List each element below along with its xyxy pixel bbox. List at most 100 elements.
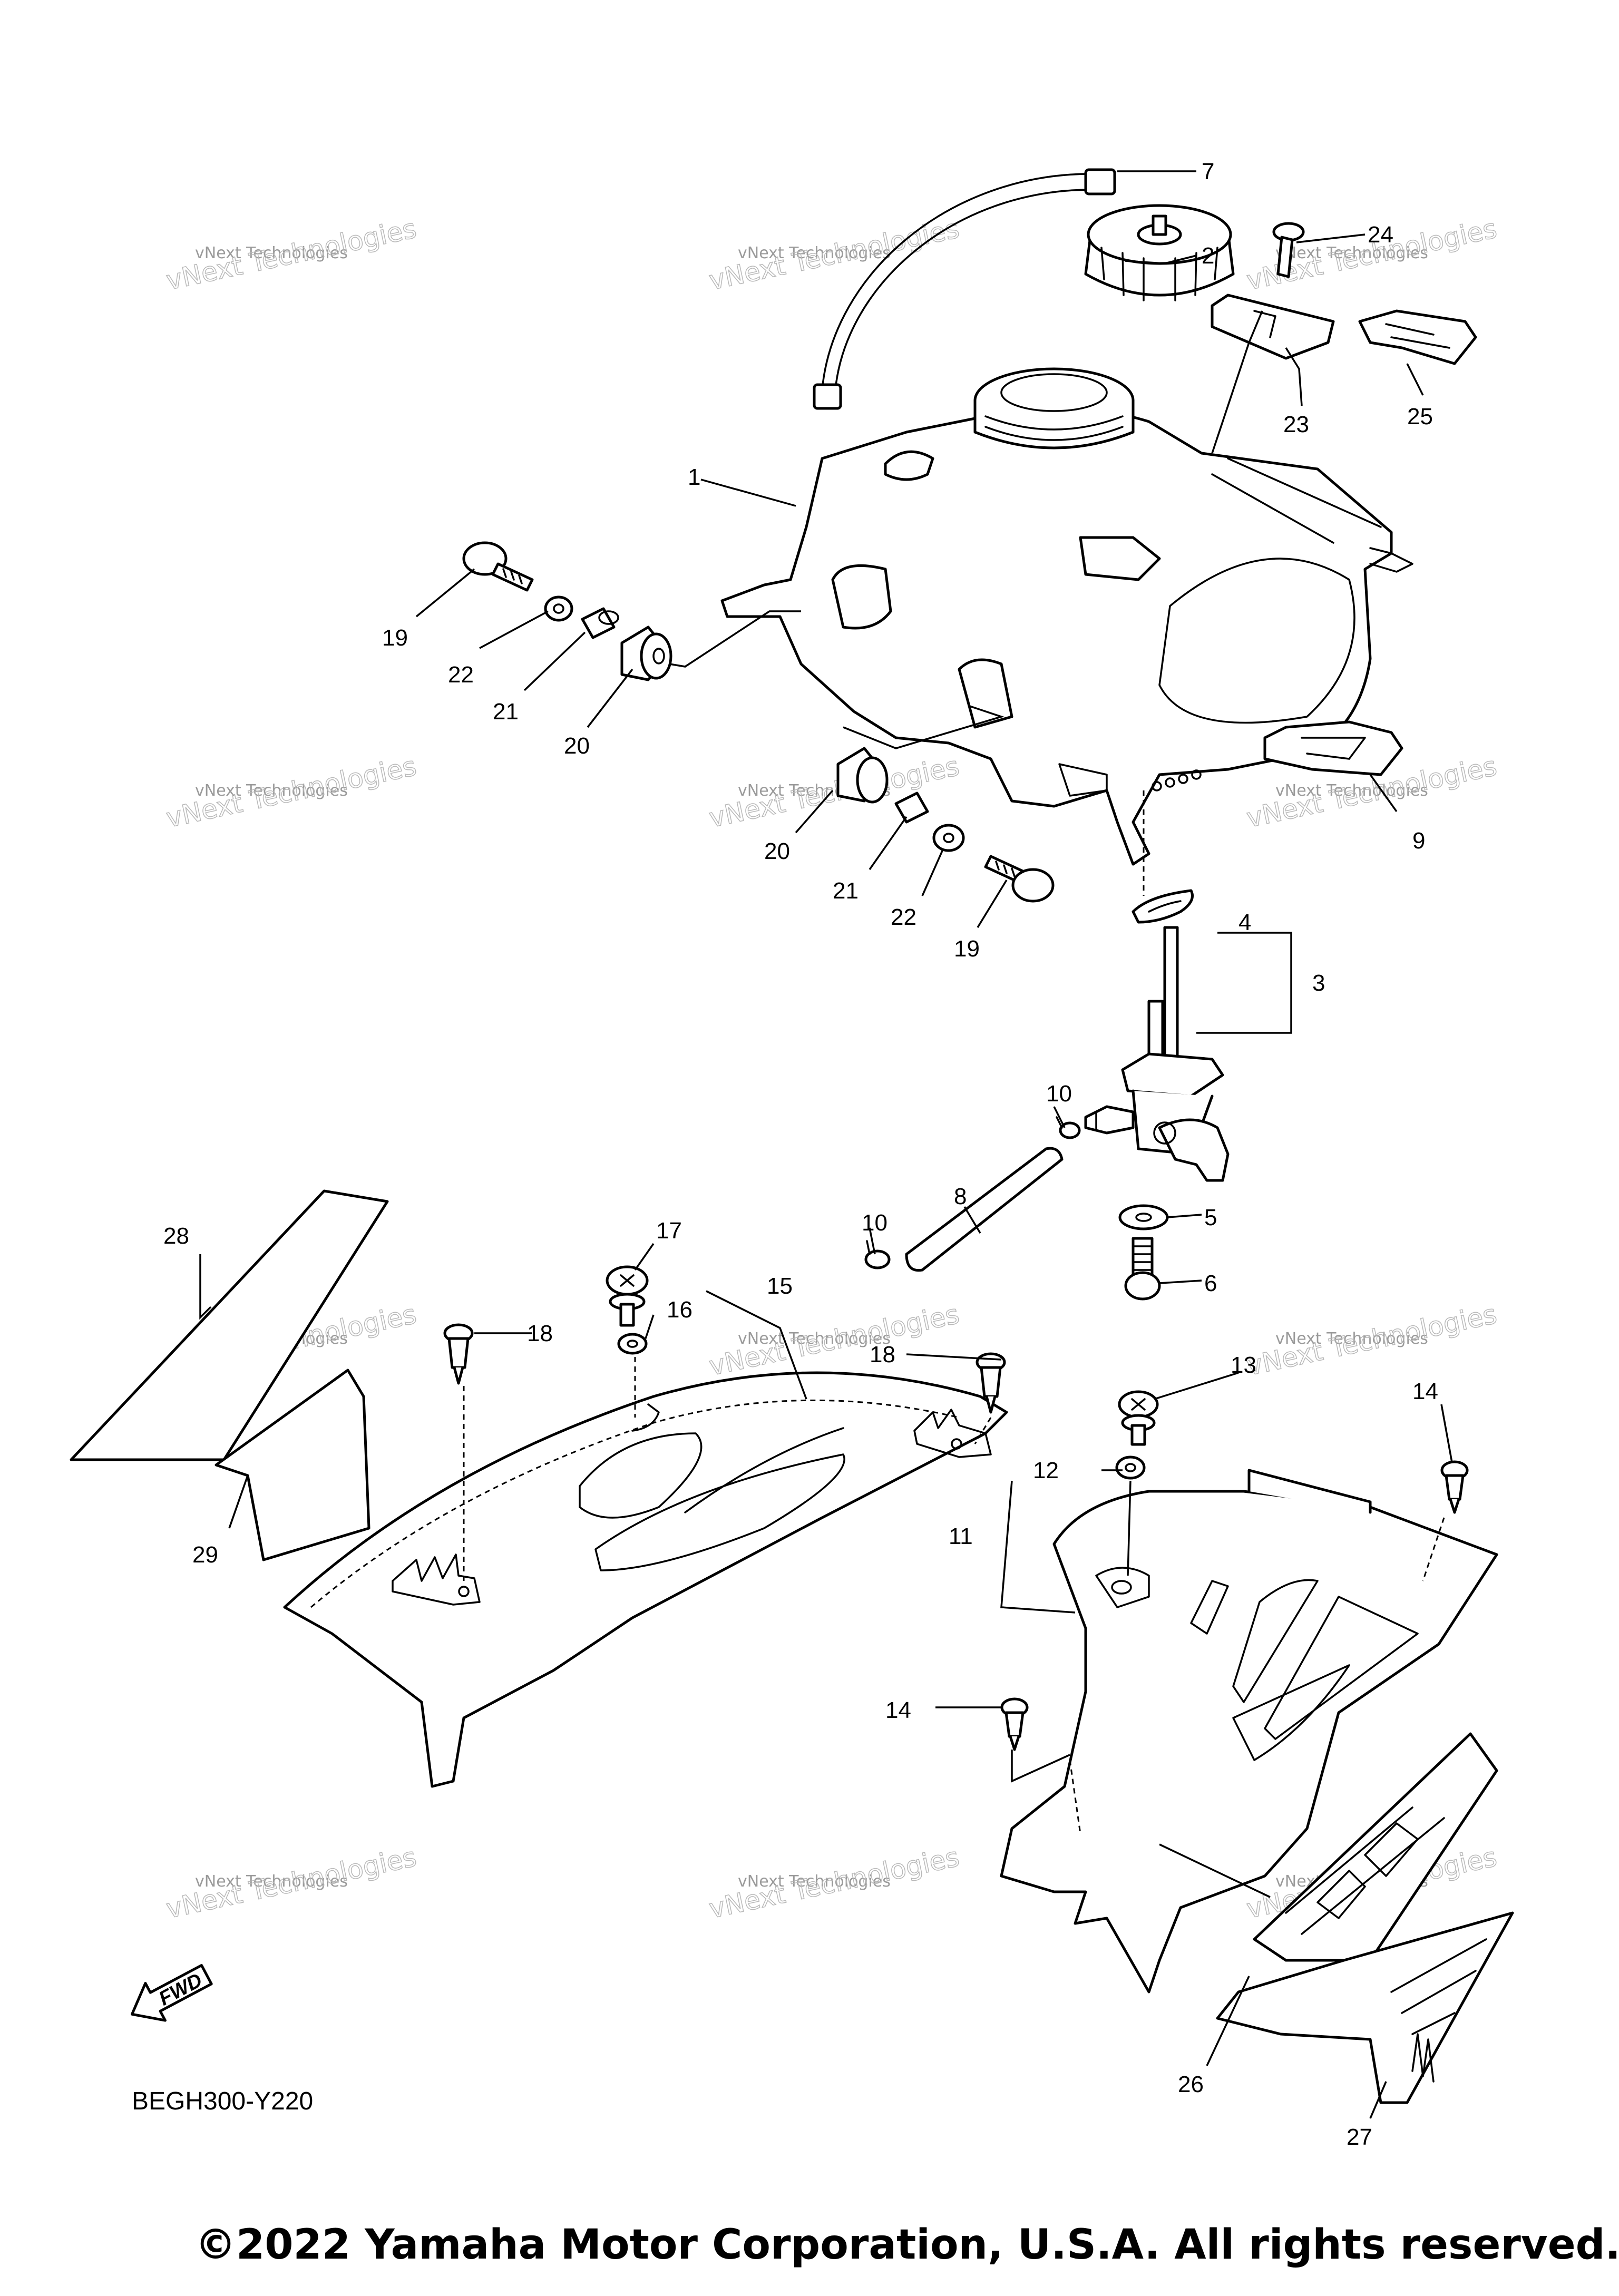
svg-text:vNext Technologies: vNext Technologies (738, 1330, 891, 1348)
callout-10-lower: 10 (862, 1210, 887, 1236)
callout-6: 6 (1204, 1271, 1217, 1296)
svg-text:vNext Technologies: vNext Technologies (195, 1872, 348, 1891)
clip-25 (1358, 309, 1477, 365)
guide-18-right (974, 1417, 992, 1444)
bolt-13 (1118, 1390, 1159, 1446)
hose-clip-10-lower (864, 1240, 891, 1269)
leader-mount-upper (669, 610, 801, 668)
rivet-14-lower (1000, 1697, 1029, 1751)
callout-20-upper: 20 (564, 733, 590, 759)
svg-text:vNext Technologies: vNext Technologies (1275, 781, 1428, 800)
guide-14-upper (1422, 1517, 1445, 1581)
callout-3: 3 (1312, 970, 1325, 996)
watermark-5: vNext Technologies vNext Technologies (706, 750, 962, 834)
callout-26: 26 (1178, 2072, 1204, 2097)
collar-21-lower (894, 792, 929, 824)
leader-3 (1196, 932, 1292, 1034)
callout-4: 4 (1238, 910, 1251, 935)
fuel-tank (720, 367, 1413, 896)
screw-6 (1124, 1237, 1161, 1301)
copyright-notice: ©2022 Yamaha Motor Corporation, U.S.A. A… (195, 2221, 1619, 2269)
side-cover-15 (283, 1371, 1008, 1788)
callout-14-lower: 14 (885, 1697, 911, 1723)
bolt-19-lower (984, 855, 1055, 903)
rivet-18-left (443, 1323, 474, 1385)
bolt-19-upper (462, 541, 534, 592)
gasket-4 (1132, 889, 1194, 924)
bolt-24 (1272, 222, 1305, 278)
callout-16: 16 (667, 1297, 693, 1323)
callout-19-lower: 19 (954, 936, 980, 962)
callout-27: 27 (1347, 2124, 1372, 2150)
fuel-hose-8 (905, 1147, 1064, 1272)
breather-hose (813, 168, 1116, 410)
washer-22-lower (932, 824, 965, 852)
callout-5: 5 (1204, 1205, 1217, 1230)
fuel-cock-3 (1084, 926, 1230, 1182)
leader-14-lower (1011, 1750, 1070, 1783)
callout-13: 13 (1231, 1352, 1256, 1378)
watermark-4: vNext Technologies vNext Technologies (163, 750, 420, 834)
decal-26 (1253, 1732, 1498, 1962)
watermark-10: vNext Technologies vNext Technologies (163, 1841, 420, 1925)
callout-25: 25 (1407, 404, 1433, 429)
svg-text:vNext Technologies: vNext Technologies (738, 1872, 891, 1891)
callout-14-upper: 14 (1412, 1379, 1438, 1404)
callout-7: 7 (1202, 159, 1214, 184)
callout-18-right: 18 (870, 1342, 895, 1367)
leaders (199, 170, 1453, 2119)
callout-18-left: 18 (527, 1321, 553, 1346)
svg-text:vNext Technologies: vNext Technologies (738, 244, 891, 262)
callout-8: 8 (954, 1184, 967, 1209)
leader-mount-lower (843, 705, 1004, 749)
callout-1: 1 (688, 464, 700, 490)
callout-12: 12 (1033, 1458, 1059, 1483)
callout-17: 17 (656, 1218, 682, 1244)
callout-19-upper: 19 (382, 625, 408, 651)
bolt-17 (606, 1265, 649, 1327)
svg-text:vNext Technologies: vNext Technologies (1275, 1330, 1428, 1348)
side-cover-11 (1000, 1469, 1498, 1994)
collar-16 (617, 1333, 648, 1355)
damper-20-upper (620, 626, 672, 681)
decal-27 (1216, 1911, 1514, 2104)
leader-15 (706, 1290, 807, 1400)
svg-text:vNext Technologies: vNext Technologies (195, 244, 348, 262)
callout-22-lower: 22 (891, 904, 916, 930)
watermark-1: vNext Technologies vNext Technologies (163, 213, 420, 297)
fwd-badge: FWD (131, 1963, 213, 2022)
callout-10-upper: 10 (1046, 1081, 1072, 1107)
callout-21-lower: 21 (833, 878, 859, 904)
callout-22-upper: 22 (448, 662, 474, 688)
guide-14-lower (1069, 1760, 1081, 1834)
diagram-code-label: BEGH300-Y220 (132, 2087, 314, 2115)
callout-24: 24 (1368, 222, 1393, 248)
callout-23: 23 (1283, 412, 1309, 437)
collar-12 (1115, 1455, 1146, 1480)
callout-21-upper: 21 (493, 699, 519, 725)
damper-20-lower (836, 747, 889, 804)
watermark-11: vNext Technologies vNext Technologies (706, 1841, 962, 1925)
washer-5 (1118, 1204, 1169, 1230)
leader-11 (1000, 1480, 1076, 1614)
callout-29: 29 (192, 1542, 218, 1568)
clip-9 (1263, 720, 1403, 776)
callout-15: 15 (767, 1273, 793, 1299)
fuel-cap (1084, 204, 1235, 301)
leader-26-decal (1159, 1843, 1271, 1898)
rivet-14-upper (1440, 1460, 1469, 1514)
callout-11: 11 (949, 1523, 973, 1549)
callout-20-lower: 20 (764, 838, 790, 864)
guide-12 (1127, 1480, 1132, 1576)
callout-2: 2 (1202, 243, 1214, 269)
collar-21-upper (581, 607, 619, 639)
callout-28: 28 (163, 1223, 189, 1249)
washer-22-upper (544, 595, 573, 622)
hose-clip-10-upper (1056, 1116, 1081, 1139)
callout-9: 9 (1412, 828, 1425, 854)
watermark-9: vNext Technologies vNext Technologies (1244, 1298, 1500, 1382)
svg-text:vNext Technologies: vNext Technologies (195, 781, 348, 800)
svg-text:vNext Technologies: vNext Technologies (1275, 244, 1428, 262)
decal-29 (214, 1369, 370, 1561)
